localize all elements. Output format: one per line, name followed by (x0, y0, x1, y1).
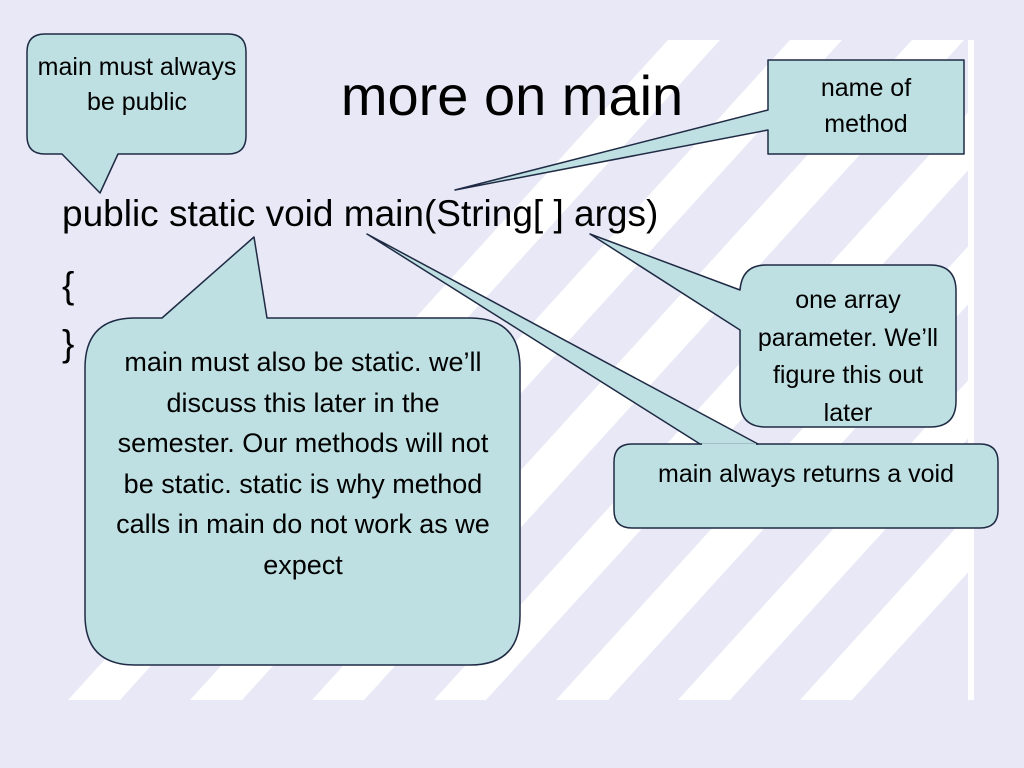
void-callout-shape (613, 443, 999, 529)
stripe (800, 510, 972, 700)
close-brace: } (62, 323, 75, 364)
void-callout-text: main always returns a void (658, 460, 954, 488)
public-callout-text: main must always be public (37, 53, 237, 116)
slide-title: more on main (340, 64, 684, 127)
static-callout-shape (84, 236, 521, 666)
stripe (434, 108, 972, 700)
open-brace: { (62, 265, 75, 306)
method-signature: public static void main(String[ ] args) (62, 193, 659, 234)
stripe-edge (968, 40, 974, 700)
array-callout-text: one array parameter. We’ll figure this o… (757, 286, 939, 427)
name-callout-text: name of method (820, 74, 912, 139)
array-callout-shape (589, 233, 957, 428)
public-callout-shape (26, 33, 247, 194)
static-callout-text: main must also be static. we’ll discuss … (116, 347, 490, 580)
name-callout-shape (454, 59, 965, 191)
